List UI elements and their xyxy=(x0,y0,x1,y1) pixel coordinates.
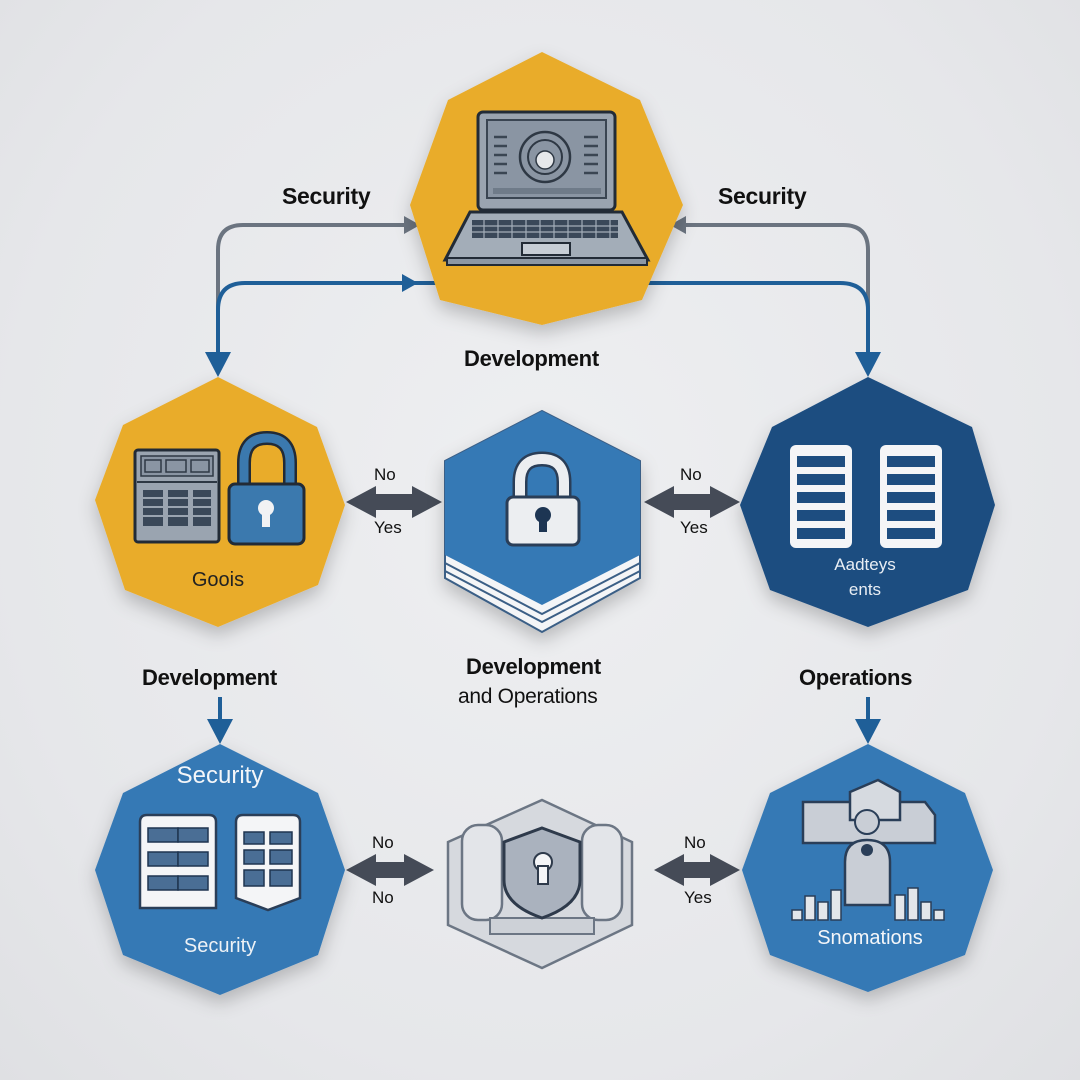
decision-bottom-left-top: No xyxy=(372,833,394,852)
laptop-icon xyxy=(442,110,651,266)
node-security-panels[interactable] xyxy=(95,744,345,995)
node-analytics-label-line2: ents xyxy=(848,580,882,599)
dashboard-lock-icon xyxy=(133,430,306,546)
double-arrow-mid-left xyxy=(346,486,442,518)
connector-down-right xyxy=(855,697,881,744)
flow-label-devops-line2: and Operations xyxy=(458,685,598,708)
decision-mid-left-top: No xyxy=(374,465,396,484)
flow-label-development-left: Development xyxy=(142,665,277,690)
connector-security-left xyxy=(216,216,420,365)
flow-label-development-top: Development xyxy=(464,346,599,371)
operator-figure-icon xyxy=(791,778,945,921)
double-arrow-bottom-left xyxy=(346,854,434,886)
connector-development-right xyxy=(620,281,881,377)
flow-label-security-left: Security xyxy=(282,183,371,209)
connector-down-left xyxy=(207,697,233,744)
flow-label-operations-right: Operations xyxy=(799,665,913,690)
node-analytics[interactable] xyxy=(740,377,995,627)
server-racks-icon xyxy=(790,445,942,548)
node-goals-label: Goois xyxy=(191,569,245,591)
shield-keyhole-icon xyxy=(502,826,582,920)
flow-label-security-right: Security xyxy=(718,183,807,209)
arrowhead-down-icon xyxy=(855,352,881,377)
decision-bottom-left-bottom: No xyxy=(372,888,394,907)
double-arrow-mid-right xyxy=(644,486,740,518)
flow-label-devops-line1: Development xyxy=(466,654,601,679)
decision-mid-right-top: No xyxy=(680,465,702,484)
decision-bottom-right-bottom: Yes xyxy=(684,888,712,907)
connector-security-right xyxy=(670,216,870,365)
decision-bottom-right-top: No xyxy=(684,833,706,852)
padlock-icon xyxy=(505,451,581,547)
decision-mid-right-bottom: Yes xyxy=(680,518,708,537)
arrowhead-right-icon xyxy=(402,274,418,292)
server-panels-icon xyxy=(138,813,302,912)
connector-development-left xyxy=(205,274,470,377)
node-analytics-label-line1: Aadteys xyxy=(834,555,896,574)
decision-mid-left-bottom: Yes xyxy=(374,518,402,537)
node-operations-label: Snomations xyxy=(817,927,923,949)
node-security-title: Security xyxy=(176,762,264,789)
arrowhead-down-icon xyxy=(855,719,881,744)
arrowhead-down-icon xyxy=(205,352,231,377)
double-arrow-bottom-right xyxy=(654,854,740,886)
arrowhead-down-icon xyxy=(207,719,233,744)
arrowhead-left-icon xyxy=(670,216,686,234)
arrowhead-right-icon xyxy=(404,216,420,234)
node-security-label: Security xyxy=(183,935,257,957)
